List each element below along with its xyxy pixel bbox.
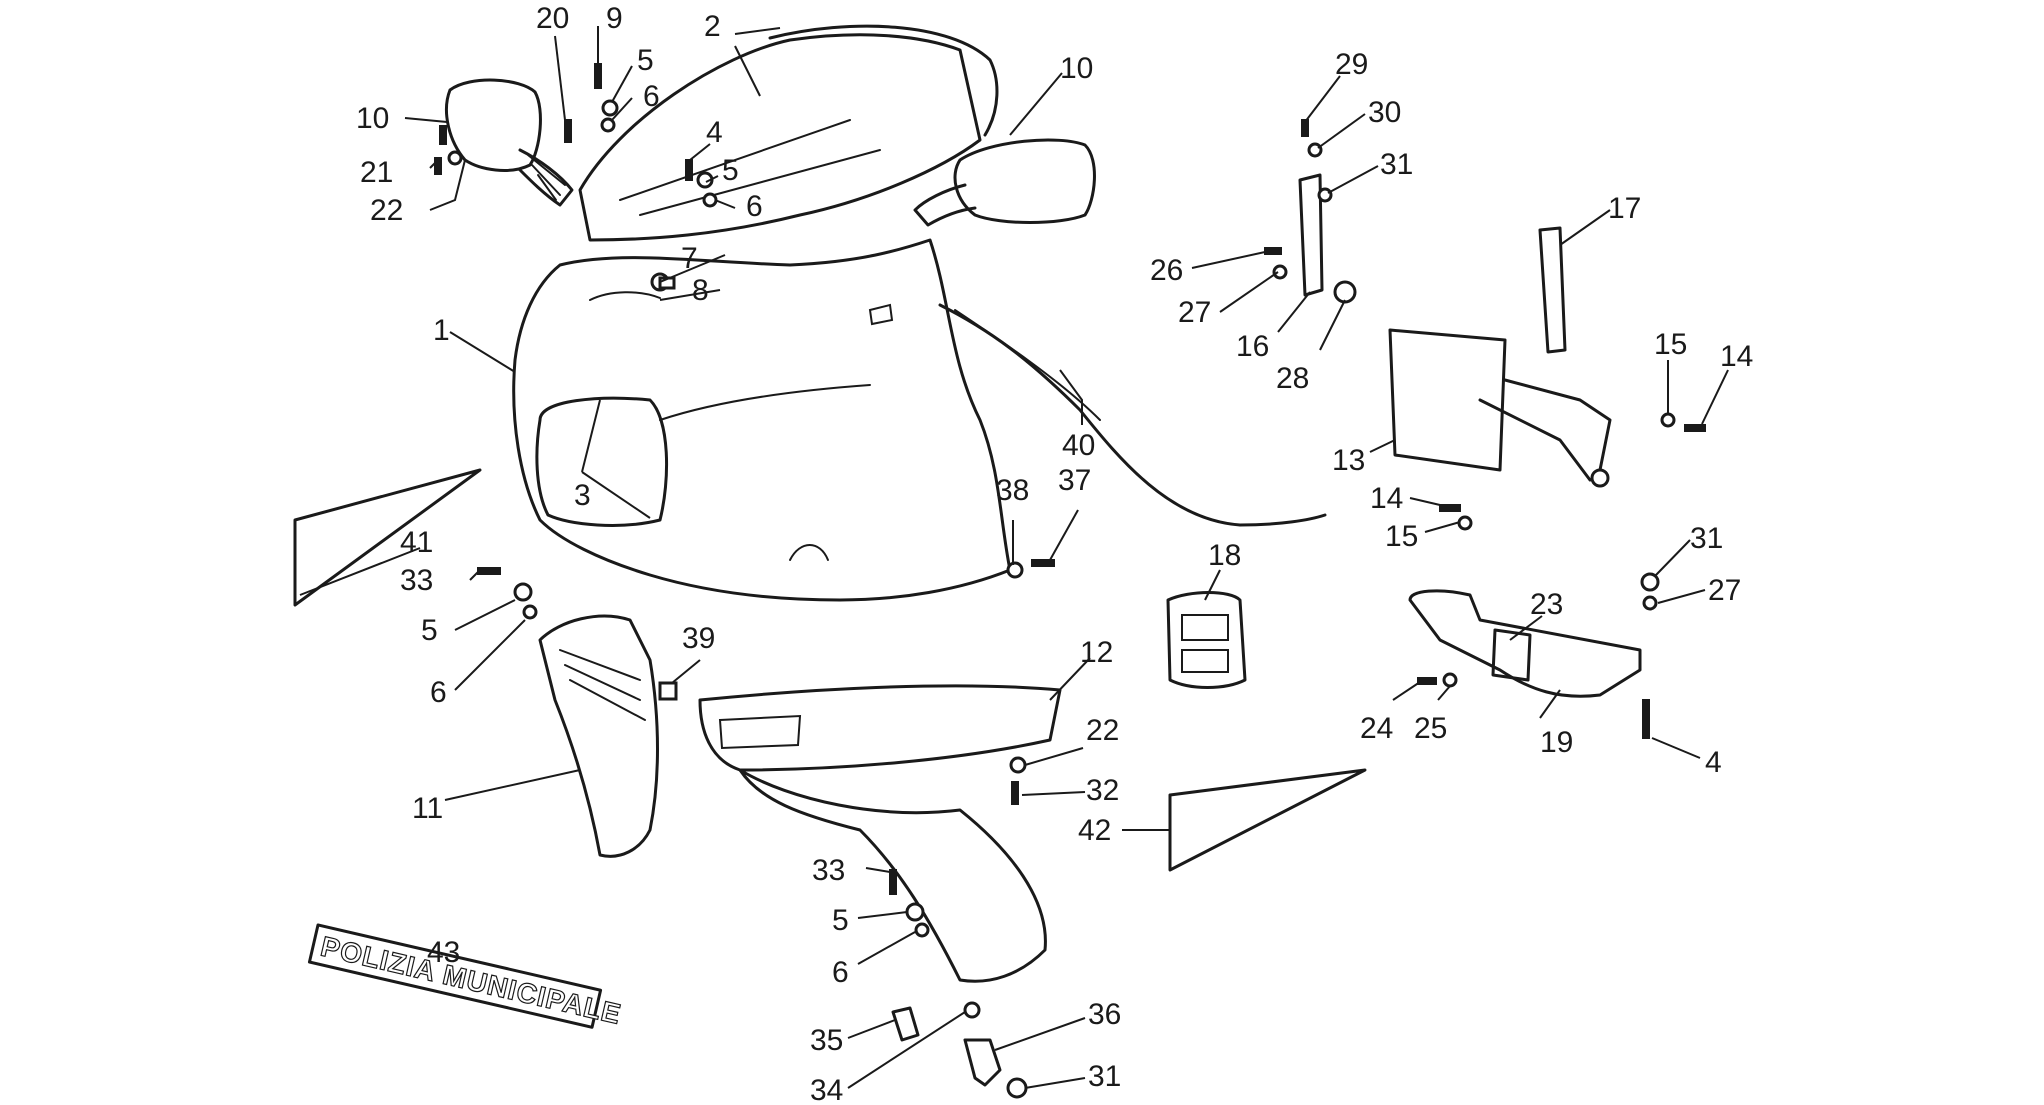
bracket-36 [963, 1038, 1002, 1087]
callout-19: 19 [1540, 726, 1573, 759]
callout-27: 27 [1708, 574, 1741, 607]
callout-33: 33 [812, 854, 845, 887]
callout-38: 38 [996, 474, 1029, 507]
callout-43: 43 [427, 936, 460, 969]
callout-4: 4 [1705, 746, 1722, 779]
callout-37: 37 [1058, 464, 1091, 497]
decal-41 [293, 468, 482, 607]
callout-21: 21 [360, 156, 393, 189]
decal-43-text: POLIZIA MUNICIPALE [318, 931, 624, 1030]
callout-31: 31 [1380, 148, 1413, 181]
plate-23 [1491, 628, 1532, 682]
callout-20: 20 [536, 2, 569, 35]
callout-22: 22 [370, 194, 403, 227]
callout-15: 15 [1654, 328, 1687, 361]
right-mirror [913, 138, 1096, 227]
callout-8: 8 [692, 274, 709, 307]
callout-9: 9 [606, 2, 623, 35]
callout-34: 34 [810, 1074, 843, 1105]
callout-4: 4 [706, 116, 723, 149]
callout-39: 39 [682, 622, 715, 655]
callout-31: 31 [1088, 1060, 1121, 1093]
callout-6: 6 [832, 956, 849, 989]
callout-23: 23 [1530, 588, 1563, 621]
callout-15: 15 [1385, 520, 1418, 553]
callout-26: 26 [1150, 254, 1183, 287]
callout-28: 28 [1276, 362, 1309, 395]
callout-5: 5 [722, 154, 739, 187]
callout-10: 10 [1060, 52, 1093, 85]
decal-42 [1168, 768, 1367, 872]
callout-12: 12 [1080, 636, 1113, 669]
callout-29: 29 [1335, 48, 1368, 81]
callout-31: 31 [1690, 522, 1723, 555]
lower-fairing-front [698, 684, 1062, 983]
callout-1: 1 [433, 314, 450, 347]
callout-5: 5 [637, 44, 654, 77]
callout-2: 2 [704, 10, 721, 43]
screw-9 [594, 63, 602, 89]
callout-11: 11 [412, 792, 443, 825]
callout-35: 35 [810, 1024, 843, 1057]
windscreen [578, 24, 999, 242]
callout-27: 27 [1178, 296, 1211, 329]
leader-lines [299, 26, 1729, 1089]
callout-14: 14 [1720, 340, 1753, 373]
bracket-19 [1408, 589, 1642, 698]
callout-6: 6 [430, 676, 447, 709]
callout-33: 33 [400, 564, 433, 597]
decal-43: POLIZIA MUNICIPALE [307, 923, 625, 1031]
callout-5: 5 [421, 614, 438, 647]
callout-3: 3 [574, 479, 591, 512]
bracket-35 [891, 1006, 920, 1042]
callout-16: 16 [1236, 330, 1269, 363]
screw-20 [564, 119, 572, 143]
frame-bracket-13 [1388, 328, 1612, 488]
callout-13: 13 [1332, 444, 1365, 477]
callout-6: 6 [643, 80, 660, 113]
callout-32: 32 [1086, 774, 1119, 807]
parts-drawing: POLIZIA MUNICIPALE [293, 24, 1706, 1099]
callout-18: 18 [1208, 539, 1241, 572]
callout-42: 42 [1078, 814, 1111, 847]
callout-14: 14 [1370, 482, 1403, 515]
left-mirror [445, 78, 574, 207]
upper-fairing [512, 238, 1012, 602]
left-side-panel [538, 614, 659, 858]
callout-5: 5 [832, 904, 849, 937]
callout-6: 6 [746, 190, 763, 223]
callout-25: 25 [1414, 712, 1447, 745]
bracket-17 [1538, 226, 1567, 354]
callout-10: 10 [356, 102, 389, 135]
callout-7: 7 [681, 242, 698, 275]
vent-grille-18 [1166, 591, 1247, 689]
callout-labels: 20 9 2 5 6 10 10 21 4 5 6 22 7 8 1 3 41 … [356, 2, 1753, 1105]
callout-17: 17 [1608, 192, 1641, 225]
callout-24: 24 [1360, 712, 1393, 745]
callout-22: 22 [1086, 714, 1119, 747]
callout-41: 41 [400, 526, 433, 559]
callout-30: 30 [1368, 96, 1401, 129]
callout-40: 40 [1062, 429, 1095, 462]
callout-36: 36 [1088, 998, 1121, 1031]
